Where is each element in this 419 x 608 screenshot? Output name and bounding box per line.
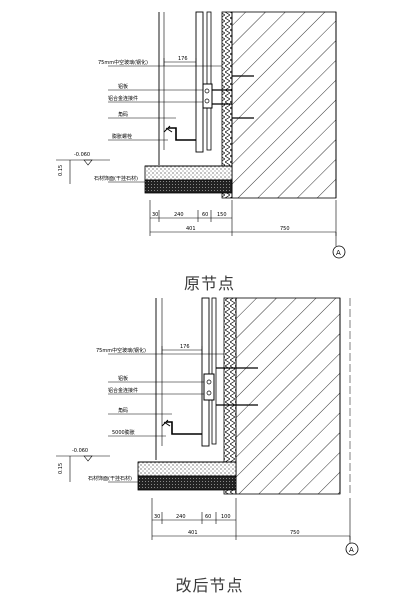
connector-block xyxy=(203,373,215,401)
base-gravel xyxy=(137,461,237,477)
dim-row1-a: 30 xyxy=(154,514,160,520)
label-stone: 石材饰面(干挂石材) xyxy=(88,475,132,482)
label-bolt: 膨胀螺栓 xyxy=(112,133,132,140)
glass-panel xyxy=(201,297,210,447)
detail-original: 176 75mm中空玻璃(钢化) 铝板 铝合金连接件 角码 膨胀螺栓 石材饰面(… xyxy=(56,11,346,259)
label-glass: 75mm中空玻璃(钢化) xyxy=(98,59,148,66)
top-dimension: 176 xyxy=(178,56,188,62)
dim-row2-b: 750 xyxy=(280,226,290,232)
label-bolt: 5000膨胀 xyxy=(112,429,135,436)
dim-row2-a: 401 xyxy=(188,530,198,536)
inner-panel xyxy=(206,11,212,151)
base-gravel xyxy=(144,165,233,181)
detail-modified: 176 75mm中空玻璃(钢化) 铝板 铝合金连接件 角码 5000膨胀 石材饰… xyxy=(56,297,359,556)
base-fill xyxy=(144,179,233,194)
axis-bubble xyxy=(332,245,346,259)
dim-row2-b: 750 xyxy=(290,530,300,536)
label-aluminum: 铝板 xyxy=(118,375,128,382)
elevation-mark: -0.060 xyxy=(74,152,90,158)
label-angle: 角码 xyxy=(118,111,128,118)
inner-panel xyxy=(211,297,217,445)
axis-label: A xyxy=(336,249,341,257)
caption-modified: 改后节点 xyxy=(175,576,244,595)
dim-row2-a: 401 xyxy=(186,226,196,232)
axis-bubble xyxy=(345,542,359,556)
base-fill xyxy=(137,475,237,491)
label-aluminum: 铝板 xyxy=(118,83,128,90)
label-angle: 角码 xyxy=(118,407,128,414)
glass-panel xyxy=(195,11,204,153)
top-dimension: 176 xyxy=(180,344,190,350)
label-glass: 75mm中空玻璃(钢化) xyxy=(96,347,146,354)
dim-row1-b: 240 xyxy=(176,514,186,520)
label-connector: 铝合金连接件 xyxy=(108,95,138,102)
dim-row1-a: 30 xyxy=(152,212,158,218)
dim-row1-c: 60 xyxy=(202,212,208,218)
insulation-layer xyxy=(223,297,237,495)
label-stone: 石材饰面(干挂石材) xyxy=(94,175,138,182)
elevation-mark: -0.060 xyxy=(72,448,88,454)
axis-label: A xyxy=(349,546,354,554)
dim-row1-b: 240 xyxy=(174,212,184,218)
dim-row1-d: 100 xyxy=(221,514,231,520)
connector-block xyxy=(202,83,213,109)
caption-original: 原节点 xyxy=(183,274,235,293)
side-dimension: 0.15 xyxy=(58,463,64,474)
concrete-wall xyxy=(231,11,337,199)
concrete-wall xyxy=(235,297,341,495)
side-dimension: 0.15 xyxy=(58,165,64,176)
insulation-layer xyxy=(221,11,233,199)
dim-row1-c: 60 xyxy=(205,514,211,520)
dim-row1-d: 150 xyxy=(217,212,227,218)
label-connector: 铝合金连接件 xyxy=(108,387,138,394)
